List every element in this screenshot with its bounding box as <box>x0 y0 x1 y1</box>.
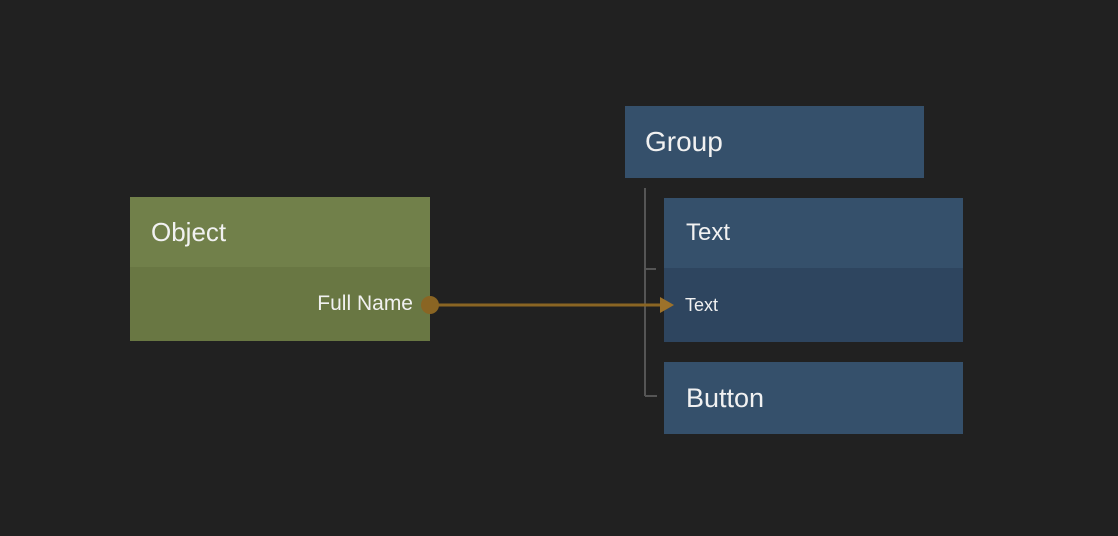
node-text[interactable]: Text Text <box>664 198 963 342</box>
node-object-body[interactable]: Full Name <box>130 267 430 341</box>
node-text-bound-row[interactable]: Text <box>664 268 963 342</box>
node-group-header[interactable]: Group <box>625 106 924 178</box>
node-button-header[interactable]: Button <box>664 362 963 434</box>
node-object[interactable]: Object Full Name <box>130 197 430 341</box>
node-group[interactable]: Group <box>625 106 924 178</box>
node-object-header[interactable]: Object <box>130 197 430 267</box>
node-text-title: Text <box>686 219 731 246</box>
node-button-title: Button <box>686 382 765 413</box>
output-pin-label-full-name: Full Name <box>317 292 413 315</box>
node-button[interactable]: Button <box>664 362 963 434</box>
node-object-title: Object <box>151 216 227 247</box>
node-text-row-label: Text <box>685 294 719 315</box>
node-text-header[interactable]: Text <box>664 198 963 268</box>
node-group-title: Group <box>645 126 723 157</box>
